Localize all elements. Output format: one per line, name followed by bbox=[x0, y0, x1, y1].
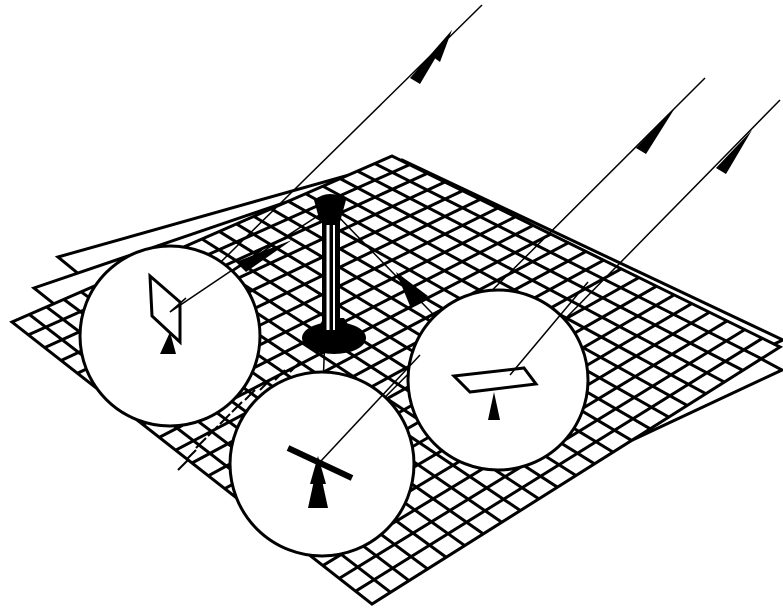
arrow-icon bbox=[410, 30, 452, 84]
heliostat-right bbox=[408, 290, 588, 470]
heliostat-bottom bbox=[230, 372, 414, 556]
tower-shaft bbox=[322, 220, 340, 332]
heliostat-left bbox=[80, 246, 260, 426]
arrow-icon bbox=[636, 108, 675, 154]
arrow-icon bbox=[716, 130, 752, 174]
